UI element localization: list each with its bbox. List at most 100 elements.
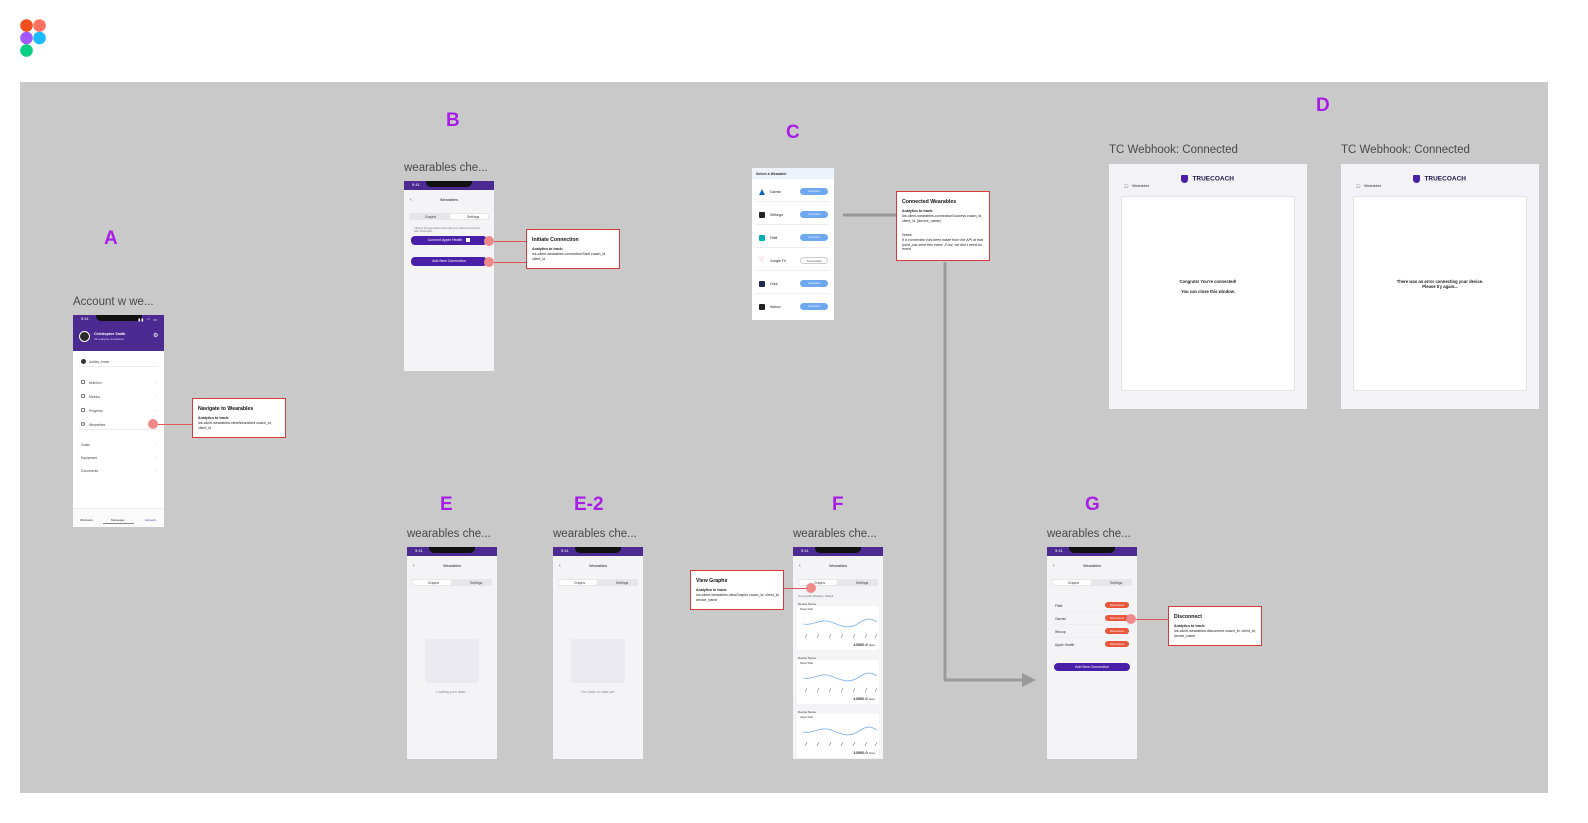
connect-button[interactable]: Connect (800, 234, 828, 241)
device-row[interactable]: Garmin Disconnect (1053, 613, 1131, 625)
gear-icon[interactable]: ⚙ (153, 333, 159, 339)
hotspot-dot[interactable] (484, 236, 494, 246)
breadcrumb[interactable]: Wearables (1364, 184, 1382, 188)
tab-account[interactable]: Account (145, 518, 156, 522)
callout-view-graphs: View Graphs Analytics to track: ios-clie… (690, 570, 784, 610)
disconnect-button[interactable]: Disconnect (1105, 628, 1129, 634)
segment-active (413, 580, 452, 585)
frame-title-d2[interactable]: TC Webhook: Connected (1341, 144, 1470, 156)
add-new-connection-button[interactable]: Add New Connection (411, 257, 487, 266)
tab-graphs[interactable]: Graphs (428, 580, 440, 585)
oura-icon (759, 281, 765, 287)
tab-workouts[interactable]: Workouts (80, 518, 93, 522)
device-row[interactable]: Fitbit Disconnect (1053, 600, 1131, 612)
menu-item-equipment[interactable]: Equipment › (79, 453, 158, 463)
menu-label: Metrics (89, 395, 100, 399)
wearable-row-withings[interactable]: Withings Connect (756, 205, 830, 225)
tab-graphs[interactable]: Graphs (814, 580, 826, 585)
breadcrumb[interactable]: Wearables (1132, 184, 1150, 188)
section-letter-g: G (1085, 494, 1100, 515)
tab-settings[interactable]: Settings (856, 580, 869, 585)
callout-connector (1136, 619, 1168, 620)
graph-card[interactable]: Steps Total 13500.0 Steps (797, 606, 879, 650)
back-chevron-icon[interactable]: ‹ (799, 563, 801, 569)
back-chevron-icon[interactable]: ‹ (1053, 563, 1055, 569)
back-chevron-icon[interactable]: ‹ (559, 563, 561, 569)
frame-title-g[interactable]: wearables che... (1047, 528, 1131, 540)
wearable-row-garmin[interactable]: Garmin Connect (756, 182, 830, 202)
tab-settings[interactable]: Settings (470, 580, 483, 585)
frame-loading[interactable]: 9:41 ‹ Wearables Graphs Settings Loading… (407, 547, 497, 759)
tab-graphs[interactable]: Graphs (425, 214, 437, 219)
menu-item-progress[interactable]: Progress › (79, 406, 158, 416)
connected-button[interactable]: Connected (800, 257, 828, 264)
segmented-control[interactable]: Graphs Settings (409, 213, 489, 220)
device-row[interactable]: Whoop Disconnect (1053, 626, 1131, 638)
device-row[interactable]: Apple Health Disconnect (1053, 639, 1131, 651)
figma-logo-icon[interactable] (20, 19, 46, 57)
back-chevron-icon[interactable]: ‹ (413, 563, 415, 569)
callout-body: ios-client-wearables-viewGraphs coach_id… (696, 593, 780, 602)
tab-graphs[interactable]: Graphs (1068, 580, 1080, 585)
frame-webhook-success[interactable]: TRUECOACH ◯ Wearables Congrats! You're c… (1109, 164, 1307, 409)
frame-settings-disconnect[interactable]: 9:41 ‹ Wearables Graphs Settings Fitbit … (1047, 547, 1137, 759)
frame-select-wearable[interactable]: Select a Wearable Garmin Connect Withing… (752, 168, 834, 320)
tab-settings[interactable]: Settings (1110, 580, 1123, 585)
frame-webhook-error[interactable]: TRUECOACH ◯ Wearables There was an error… (1341, 164, 1539, 409)
hotspot-dot[interactable] (148, 419, 158, 429)
hotspot-dot[interactable] (484, 257, 494, 267)
account-sub: All analysis completed (94, 337, 124, 341)
disconnect-button[interactable]: Disconnect (1105, 615, 1129, 621)
tab-settings[interactable]: Settings (616, 580, 629, 585)
metrics-icon (81, 394, 85, 398)
frame-title-b[interactable]: wearables che... (404, 162, 488, 174)
phone-notch (95, 315, 142, 321)
frame-title-e[interactable]: wearables che... (407, 528, 491, 540)
frame-title-e2[interactable]: wearables che... (553, 528, 637, 540)
hotspot-dot[interactable] (1126, 614, 1136, 624)
add-new-connection-button[interactable]: Add New Connection (1054, 663, 1130, 671)
connect-button[interactable]: Connect (800, 280, 828, 287)
tab-messages[interactable]: Messages (111, 518, 125, 522)
frame-title-d1[interactable]: TC Webhook: Connected (1109, 144, 1238, 156)
graph-card[interactable]: Steps Total 13500.0 Steps (797, 714, 879, 758)
team-row[interactable]: Ashley Jones (79, 357, 158, 367)
section-letter-d: D (1316, 95, 1330, 116)
wearable-name: Google Fit (770, 259, 786, 263)
menu-item-goals[interactable]: Goals › (79, 440, 158, 450)
menu-label: Equipment (81, 456, 98, 460)
menu-item-nutrition[interactable]: Nutrition › (79, 378, 158, 388)
frame-wearables-connect[interactable]: 9:41 ‹ Wearables Graphs Settings Clickin… (404, 181, 494, 371)
skeleton-card (425, 639, 479, 683)
back-chevron-icon[interactable]: ‹ (410, 197, 412, 203)
wearable-row-googlefit[interactable]: ♡ Google Fit Connected (756, 251, 830, 271)
disconnect-button[interactable]: Disconnect (1105, 641, 1129, 647)
frame-title-f[interactable]: wearables che... (793, 528, 877, 540)
frame-title-a[interactable]: Account w we... (73, 296, 154, 308)
wearable-row-fitbit[interactable]: Fitbit Connect (756, 228, 830, 248)
segmented-control[interactable]: Graphs Settings (558, 579, 638, 586)
menu-label: Wearables (89, 423, 106, 427)
frame-account[interactable]: 9:41 ▮▮ ◠ ▭ Christopher Smith All analys… (73, 315, 164, 527)
hotspot-dot[interactable] (806, 583, 816, 593)
segmented-control[interactable]: Graphs Settings (412, 579, 492, 586)
menu-item-documents[interactable]: Documents › (79, 466, 158, 476)
menu-item-wearables[interactable]: Wearables (79, 420, 158, 430)
section-letter-b: B (446, 110, 460, 131)
connect-button[interactable]: Connect (800, 303, 828, 310)
disconnect-button[interactable]: Disconnect (1105, 602, 1129, 608)
wearable-row-oura[interactable]: Oura Connect (756, 274, 830, 294)
tab-graphs[interactable]: Graphs (574, 580, 586, 585)
connect-button[interactable]: Connect (800, 211, 828, 218)
menu-item-metrics[interactable]: Metrics › (79, 392, 158, 402)
wearable-row-wahoo[interactable]: Wahoo Connect (756, 297, 830, 317)
segmented-control[interactable]: Graphs Settings (1052, 579, 1132, 586)
time-filter[interactable]: Time period: Week(s) • Default (798, 595, 834, 598)
connect-apple-health-button[interactable]: Connect Apple Health (411, 236, 487, 245)
tab-settings[interactable]: Settings (467, 214, 480, 219)
frame-graphs[interactable]: 9:41 ‹ Wearables Graphs Settings Time pe… (793, 547, 883, 759)
connect-button[interactable]: Connect (800, 188, 828, 195)
frame-no-data[interactable]: 9:41 ‹ Wearables Graphs Settings You hav… (553, 547, 643, 759)
graph-card[interactable]: Steps Total 13500.0 Steps (797, 660, 879, 704)
segmented-control[interactable]: Graphs Settings (798, 579, 878, 586)
